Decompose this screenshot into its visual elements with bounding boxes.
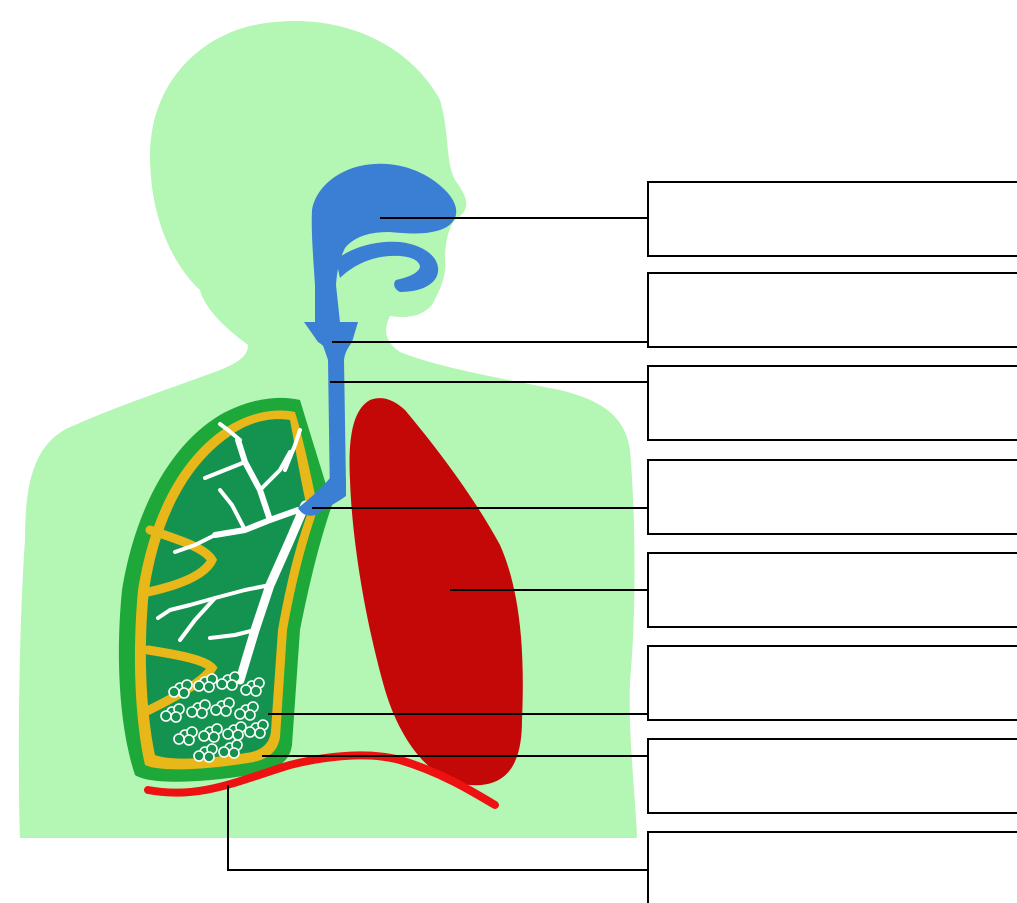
respiratory-system-diagram [0,0,1017,903]
